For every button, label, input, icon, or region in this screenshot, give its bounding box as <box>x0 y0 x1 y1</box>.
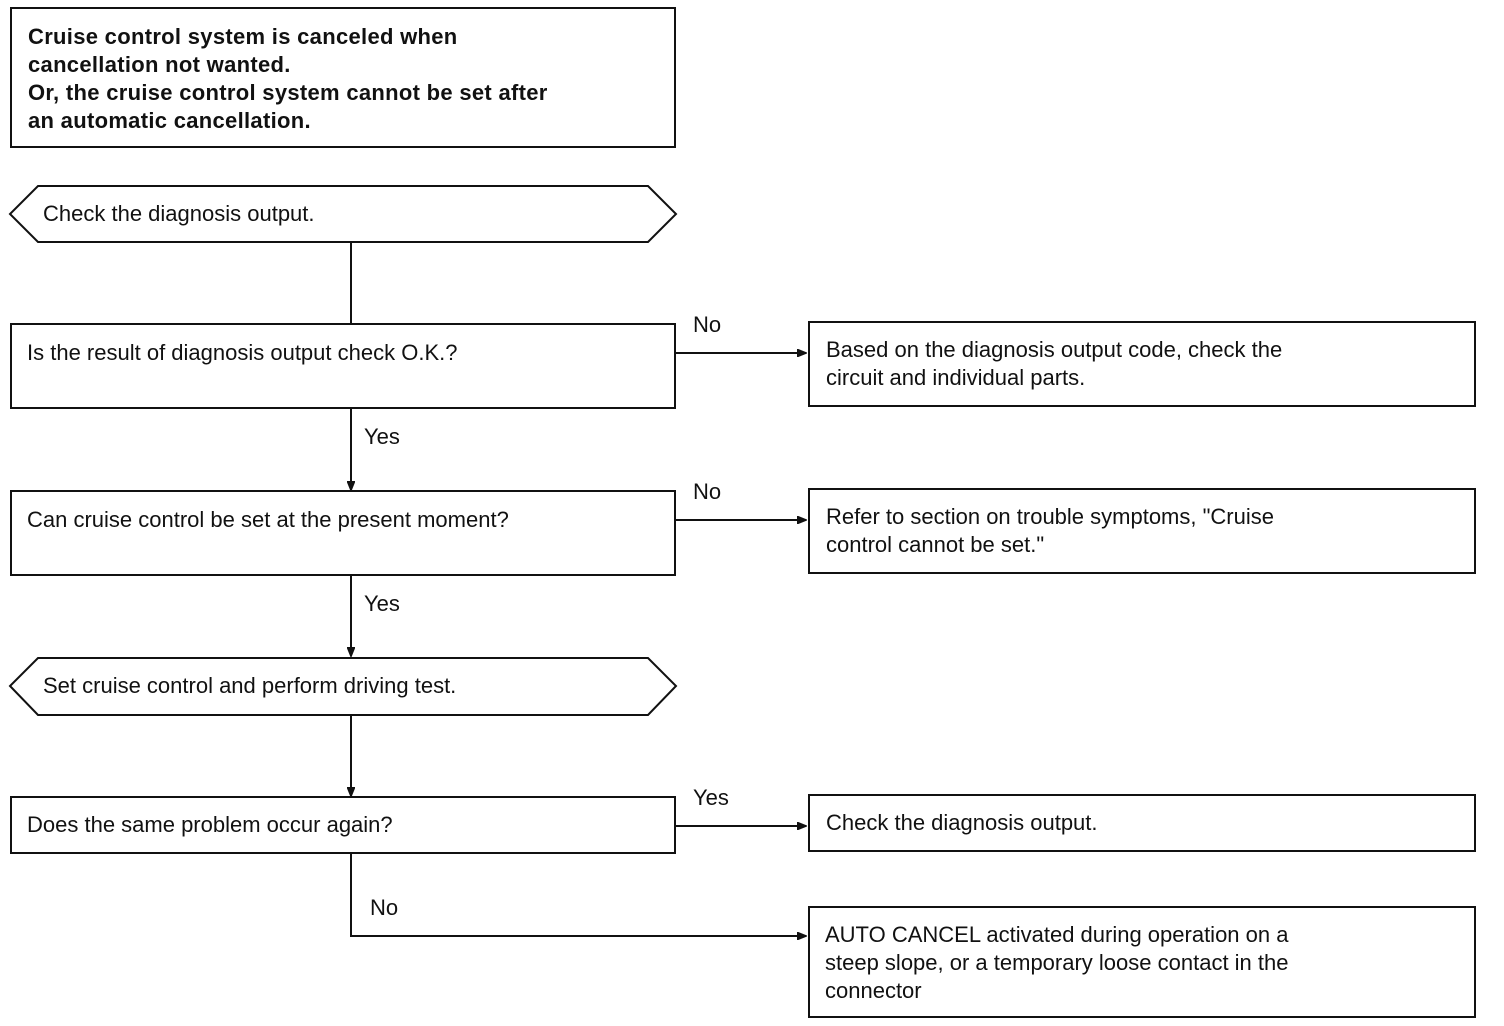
connector-q3-no <box>350 854 806 936</box>
hexagon-check-diagnosis <box>8 185 678 243</box>
outcome-auto-cancel: AUTO CANCEL activated during operation o… <box>825 922 1289 1003</box>
label-no-2: No <box>693 479 722 504</box>
label-yes-1: Yes <box>364 424 400 449</box>
outcome-check-diag-again: Check the diagnosis output. <box>826 810 1098 835</box>
outcome-refer-section: Refer to section on trouble symptoms, "C… <box>826 504 1274 557</box>
label-yes-2: Yes <box>364 591 400 616</box>
decision-can-set: Can cruise control be set at the present… <box>27 507 509 532</box>
decision-result-ok-box <box>10 323 676 409</box>
step-set-and-test: Set cruise control and perform driving t… <box>43 673 457 698</box>
label-yes-3: Yes <box>693 785 729 810</box>
label-no-3: No <box>370 895 399 920</box>
outcome-auto-cancel-box <box>808 906 1476 1018</box>
outcome-check-diag-again-box <box>808 794 1476 852</box>
hexagon-set-and-test <box>8 657 678 716</box>
outcome-check-circuit-box <box>808 321 1476 407</box>
decision-result-ok: Is the result of diagnosis output check … <box>27 340 458 365</box>
label-no-1: No <box>693 312 722 337</box>
decision-same-problem-box <box>10 796 676 854</box>
flowchart-title: Cruise control system is canceled when c… <box>28 24 548 133</box>
decision-can-set-box <box>10 490 676 576</box>
outcome-check-circuit: Based on the diagnosis output code, chec… <box>826 337 1283 390</box>
outcome-refer-section-box <box>808 488 1476 574</box>
step-check-diagnosis: Check the diagnosis output. <box>43 201 315 226</box>
decision-same-problem: Does the same problem occur again? <box>27 812 393 837</box>
title-box <box>10 7 676 148</box>
